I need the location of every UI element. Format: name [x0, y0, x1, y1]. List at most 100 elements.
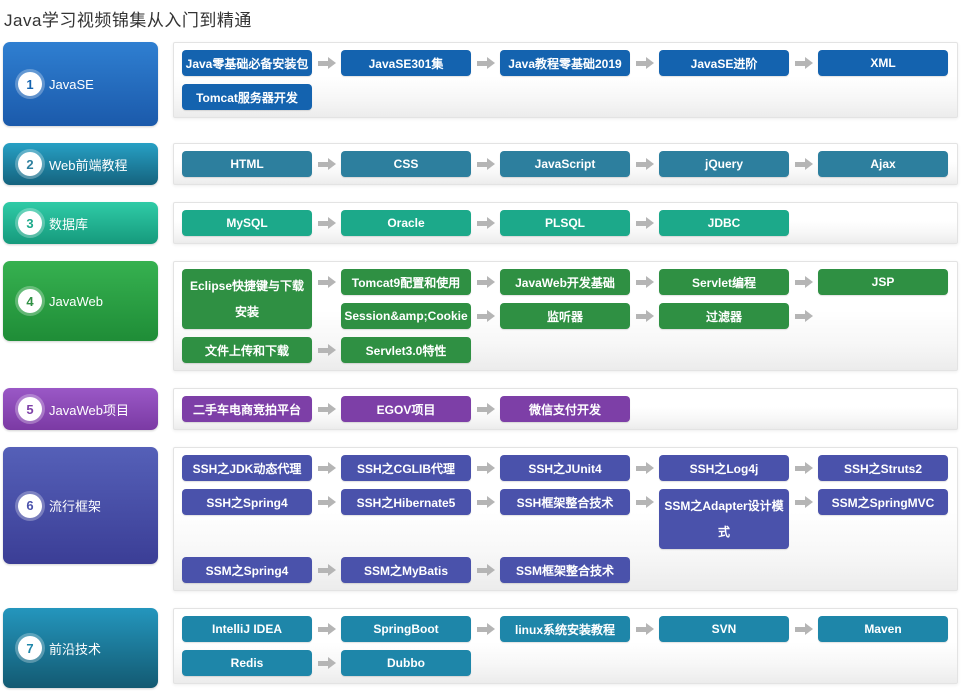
section-label: Web前端教程	[49, 157, 128, 173]
section-number-badge: 6	[18, 493, 42, 518]
section-content-box: HTML CSS JavaScript jQuery Ajax	[173, 143, 958, 185]
course-button[interactable]: IntelliJ IDEA	[182, 616, 312, 642]
course-button[interactable]: SVN	[659, 616, 789, 642]
course-button[interactable]: SSH之Hibernate5	[341, 489, 471, 515]
course-button[interactable]: JavaScript	[500, 151, 630, 177]
course-button[interactable]: Tomcat服务器开发	[182, 84, 312, 110]
course-button[interactable]: SSM框架整合技术	[500, 557, 630, 583]
section-label: 流行框架	[49, 499, 102, 514]
right-arrow-icon	[789, 455, 818, 481]
course-button[interactable]: JavaSE进阶	[659, 50, 789, 76]
course-section-3: 3 数据库 MySQL Oracle PLSQL JDBC	[3, 202, 965, 244]
course-button[interactable]: Session&amp;Cookie	[341, 303, 471, 329]
course-button[interactable]: HTML	[182, 151, 312, 177]
course-button[interactable]: SSM之Spring4	[182, 557, 312, 583]
right-arrow-icon	[630, 151, 659, 177]
course-button[interactable]: SSM之MyBatis	[341, 557, 471, 583]
course-button[interactable]: JDBC	[659, 210, 789, 236]
course-button[interactable]: 二手车电商竞拍平台	[182, 396, 312, 422]
right-arrow-icon	[471, 396, 500, 422]
right-arrow-icon	[312, 650, 341, 676]
course-grid: Eclipse快捷键与下载安装 Tomcat9配置和使用 JavaWeb开发基础 Se…	[182, 269, 949, 363]
right-arrow-icon	[789, 489, 818, 515]
course-grid: MySQL Oracle PLSQL JDBC	[182, 210, 949, 236]
course-button[interactable]: SSH之Spring4	[182, 489, 312, 515]
right-arrow-icon	[789, 303, 818, 329]
sections-container: 1 JavaSE Java零基础必备安装包 JavaSE301集 Java教程零基础…	[3, 42, 965, 688]
section-content-box: 二手车电商竞拍平台 EGOV项目 微信支付开发	[173, 388, 958, 430]
right-arrow-icon	[312, 151, 341, 177]
section-label: 数据库	[49, 216, 89, 232]
section-panel[interactable]: 4 JavaWeb	[3, 261, 158, 341]
course-button[interactable]: SpringBoot	[341, 616, 471, 642]
course-button[interactable]: SSM之SpringMVC	[818, 489, 948, 515]
right-arrow-icon	[471, 50, 500, 76]
section-content-box: IntelliJ IDEA SpringBoot linux系统安装教程 SVN Mav…	[173, 608, 958, 684]
course-button[interactable]: Dubbo	[341, 650, 471, 676]
course-button[interactable]: Java零基础必备安装包	[182, 50, 312, 76]
right-arrow-icon	[312, 616, 341, 642]
course-button[interactable]: JavaSE301集	[341, 50, 471, 76]
right-arrow-icon	[312, 396, 341, 422]
right-arrow-icon	[312, 489, 341, 515]
section-panel[interactable]: 6 流行框架	[3, 447, 158, 564]
course-button[interactable]: XML	[818, 50, 948, 76]
course-button[interactable]: MySQL	[182, 210, 312, 236]
course-button[interactable]: SSH之Log4j	[659, 455, 789, 481]
section-label: JavaSE	[49, 76, 94, 92]
course-grid: 二手车电商竞拍平台 EGOV项目 微信支付开发	[182, 396, 949, 422]
course-button[interactable]: CSS	[341, 151, 471, 177]
course-button[interactable]: 文件上传和下载	[182, 337, 312, 363]
course-button[interactable]: Tomcat9配置和使用	[341, 269, 471, 295]
course-button[interactable]: EGOV项目	[341, 396, 471, 422]
course-button[interactable]: jQuery	[659, 151, 789, 177]
course-button[interactable]: PLSQL	[500, 210, 630, 236]
course-button[interactable]: SSH之JUnit4	[500, 455, 630, 481]
course-section-5: 5 JavaWeb项目 二手车电商竞拍平台 EGOV项目 微信支付开发	[3, 388, 965, 430]
right-arrow-icon	[630, 616, 659, 642]
course-grid: IntelliJ IDEA SpringBoot linux系统安装教程 SVN Mav…	[182, 616, 949, 676]
section-label: JavaWeb项目	[49, 402, 129, 418]
course-button[interactable]: SSH框架整合技术	[500, 489, 630, 515]
section-number-badge: 2	[18, 152, 42, 176]
right-arrow-icon	[471, 489, 500, 515]
course-section-4: 4 JavaWeb Eclipse快捷键与下载安装 Tomcat9配置和使用 Jav…	[3, 261, 965, 371]
right-arrow-icon	[630, 489, 659, 515]
right-arrow-icon	[630, 210, 659, 236]
course-button[interactable]: Ajax	[818, 151, 948, 177]
page-title: Java学习视频锦集从入门到精通	[4, 11, 252, 30]
course-button[interactable]: SSM之Adapter设计模式	[659, 489, 789, 549]
section-panel[interactable]: 7 前沿技术	[3, 608, 158, 688]
section-content-box: Eclipse快捷键与下载安装 Tomcat9配置和使用 JavaWeb开发基础 Se…	[173, 261, 958, 371]
course-button[interactable]: Java教程零基础2019	[500, 50, 630, 76]
course-button[interactable]: Servlet编程	[659, 269, 789, 295]
course-grid: HTML CSS JavaScript jQuery Ajax	[182, 151, 949, 177]
section-content-box: SSH之JDK动态代理 SSH之CGLIB代理 SSH之JUnit4 SSH之Log4…	[173, 447, 958, 591]
section-panel[interactable]: 5 JavaWeb项目	[3, 388, 158, 430]
course-button[interactable]: SSH之JDK动态代理	[182, 455, 312, 481]
course-button[interactable]: Maven	[818, 616, 948, 642]
right-arrow-icon	[312, 455, 341, 481]
right-arrow-icon	[630, 455, 659, 481]
course-button[interactable]: Redis	[182, 650, 312, 676]
course-button[interactable]: 微信支付开发	[500, 396, 630, 422]
section-content-box: Java零基础必备安装包 JavaSE301集 Java教程零基础2019 JavaS…	[173, 42, 958, 118]
course-button[interactable]: Servlet3.0特性	[341, 337, 471, 363]
section-panel[interactable]: 2 Web前端教程	[3, 143, 158, 185]
section-panel[interactable]: 1 JavaSE	[3, 42, 158, 126]
right-arrow-icon	[789, 50, 818, 76]
course-button[interactable]: JavaWeb开发基础	[500, 269, 630, 295]
course-section-2: 2 Web前端教程 HTML CSS JavaScript jQuery Ajax	[3, 143, 965, 185]
course-button[interactable]: 过滤器	[659, 303, 789, 329]
course-button[interactable]: 监听器	[500, 303, 630, 329]
course-button[interactable]: Eclipse快捷键与下载安装	[182, 269, 312, 329]
course-button[interactable]: linux系统安装教程	[500, 616, 630, 642]
course-button[interactable]: JSP	[818, 269, 948, 295]
section-number-badge: 5	[18, 397, 42, 421]
section-panel[interactable]: 3 数据库	[3, 202, 158, 244]
section-number-badge: 7	[18, 636, 42, 660]
course-button[interactable]: SSH之CGLIB代理	[341, 455, 471, 481]
course-button[interactable]: Oracle	[341, 210, 471, 236]
section-content-box: MySQL Oracle PLSQL JDBC	[173, 202, 958, 244]
course-button[interactable]: SSH之Struts2	[818, 455, 948, 481]
